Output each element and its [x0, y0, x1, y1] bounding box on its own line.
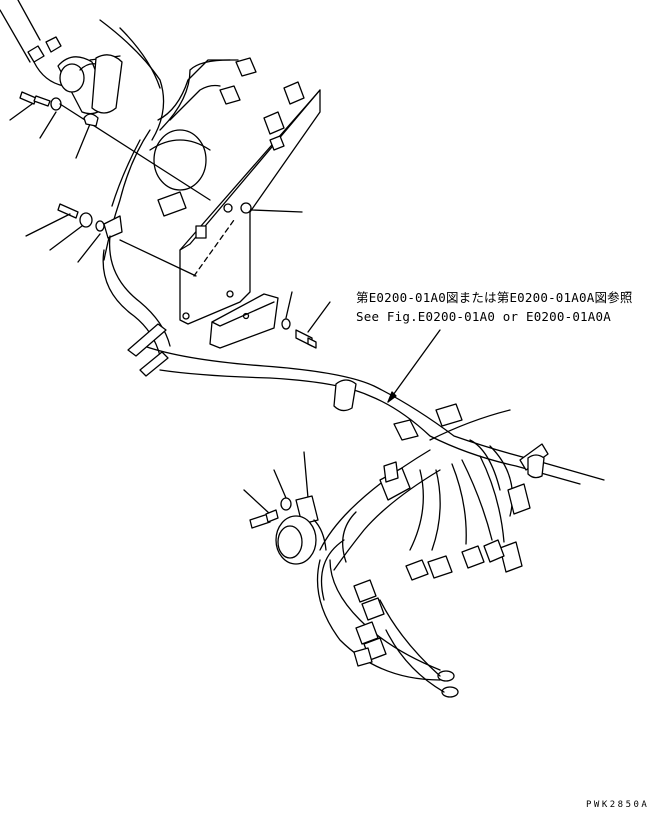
plate-part: [209, 293, 279, 349]
reference-note: 第E0200-01A0図または第E0200-01A0A図参照 See Fig.E…: [356, 288, 633, 326]
plate-bolt-group: [281, 291, 331, 349]
upper-left-connector-group: [0, 0, 123, 115]
main-harness-trunk: [102, 235, 605, 485]
reference-note-ja: 第E0200-01A0図または第E0200-01A0A図参照: [356, 290, 633, 305]
reference-note-en: See Fig.E0200-01A0 or E0200-01A0A: [356, 309, 611, 324]
reference-leader: [387, 329, 441, 403]
upper-wire-bundle: [99, 19, 257, 261]
lower-branch: [316, 449, 459, 698]
horn-bracket-group: [243, 451, 327, 565]
drawing-code: PWK2850A: [586, 800, 650, 810]
mounting-bracket: [179, 81, 321, 325]
middle-left-clamp-group: [25, 203, 197, 277]
left-bolt-group: [9, 91, 211, 201]
right-branch-connectors: [405, 409, 531, 581]
